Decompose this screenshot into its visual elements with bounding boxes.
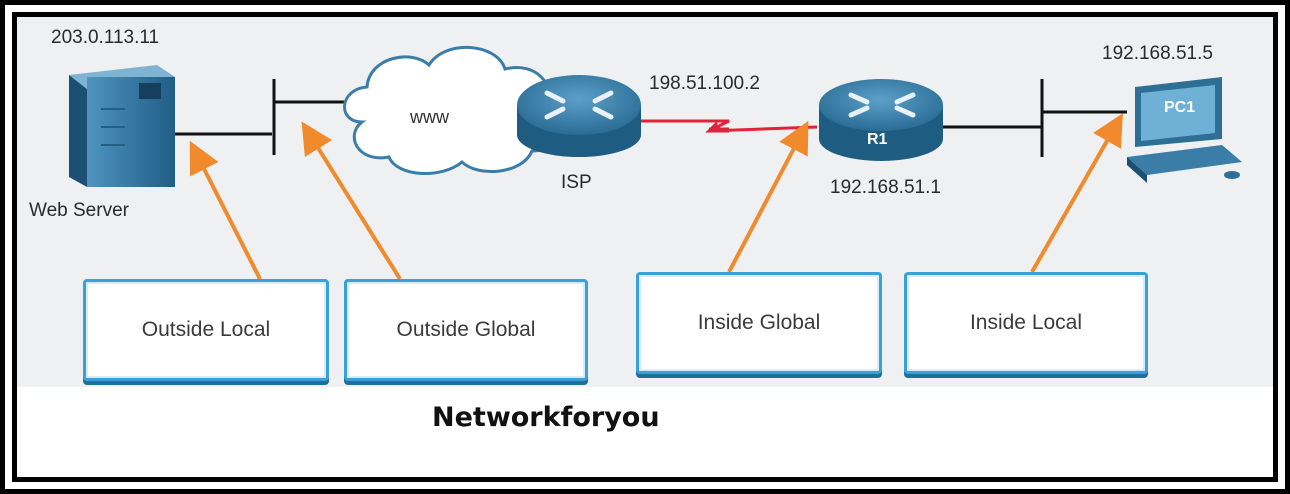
outside-local-box: Outside Local [83, 279, 329, 381]
outside-global-label: Outside Global [396, 318, 536, 341]
web-server-icon [69, 65, 175, 187]
outside-local-label: Outside Local [141, 318, 271, 341]
r1-ip: 192.168.51.1 [830, 177, 941, 198]
inside-local-box: Inside Local [904, 272, 1148, 374]
inside-global-label: Inside Global [697, 311, 821, 334]
web-server-ip: 203.0.113.11 [51, 27, 160, 48]
inside-global-box: Inside Global [636, 272, 882, 374]
web-server-label: Web Server [29, 200, 129, 221]
pc1-ip: 192.168.51.5 [1102, 43, 1213, 64]
network-drawing [69, 45, 1242, 281]
isp-router-icon [517, 75, 641, 157]
r1-router-icon [819, 79, 943, 161]
diagram-canvas: 203.0.113.11 Web Server www ISP 198.51.1… [17, 17, 1273, 477]
arrow-outside-local [189, 140, 262, 280]
caption-watermark: Networkforyou [432, 402, 660, 433]
pc1-label: PC1 [1164, 99, 1196, 116]
annotation-arrows [189, 113, 1123, 281]
isp-label: ISP [561, 172, 592, 193]
arrow-outside-global [301, 121, 402, 281]
arrow-inside-local [1030, 113, 1123, 273]
inside-local-label: Inside Local [969, 311, 1083, 334]
r1-label: R1 [867, 131, 888, 148]
pc1-icon [1127, 77, 1242, 183]
outside-global-box: Outside Global [344, 279, 588, 381]
arrow-inside-global [727, 120, 809, 273]
cloud-label: www [410, 107, 449, 127]
isp-serial-ip: 198.51.100.2 [649, 73, 760, 94]
